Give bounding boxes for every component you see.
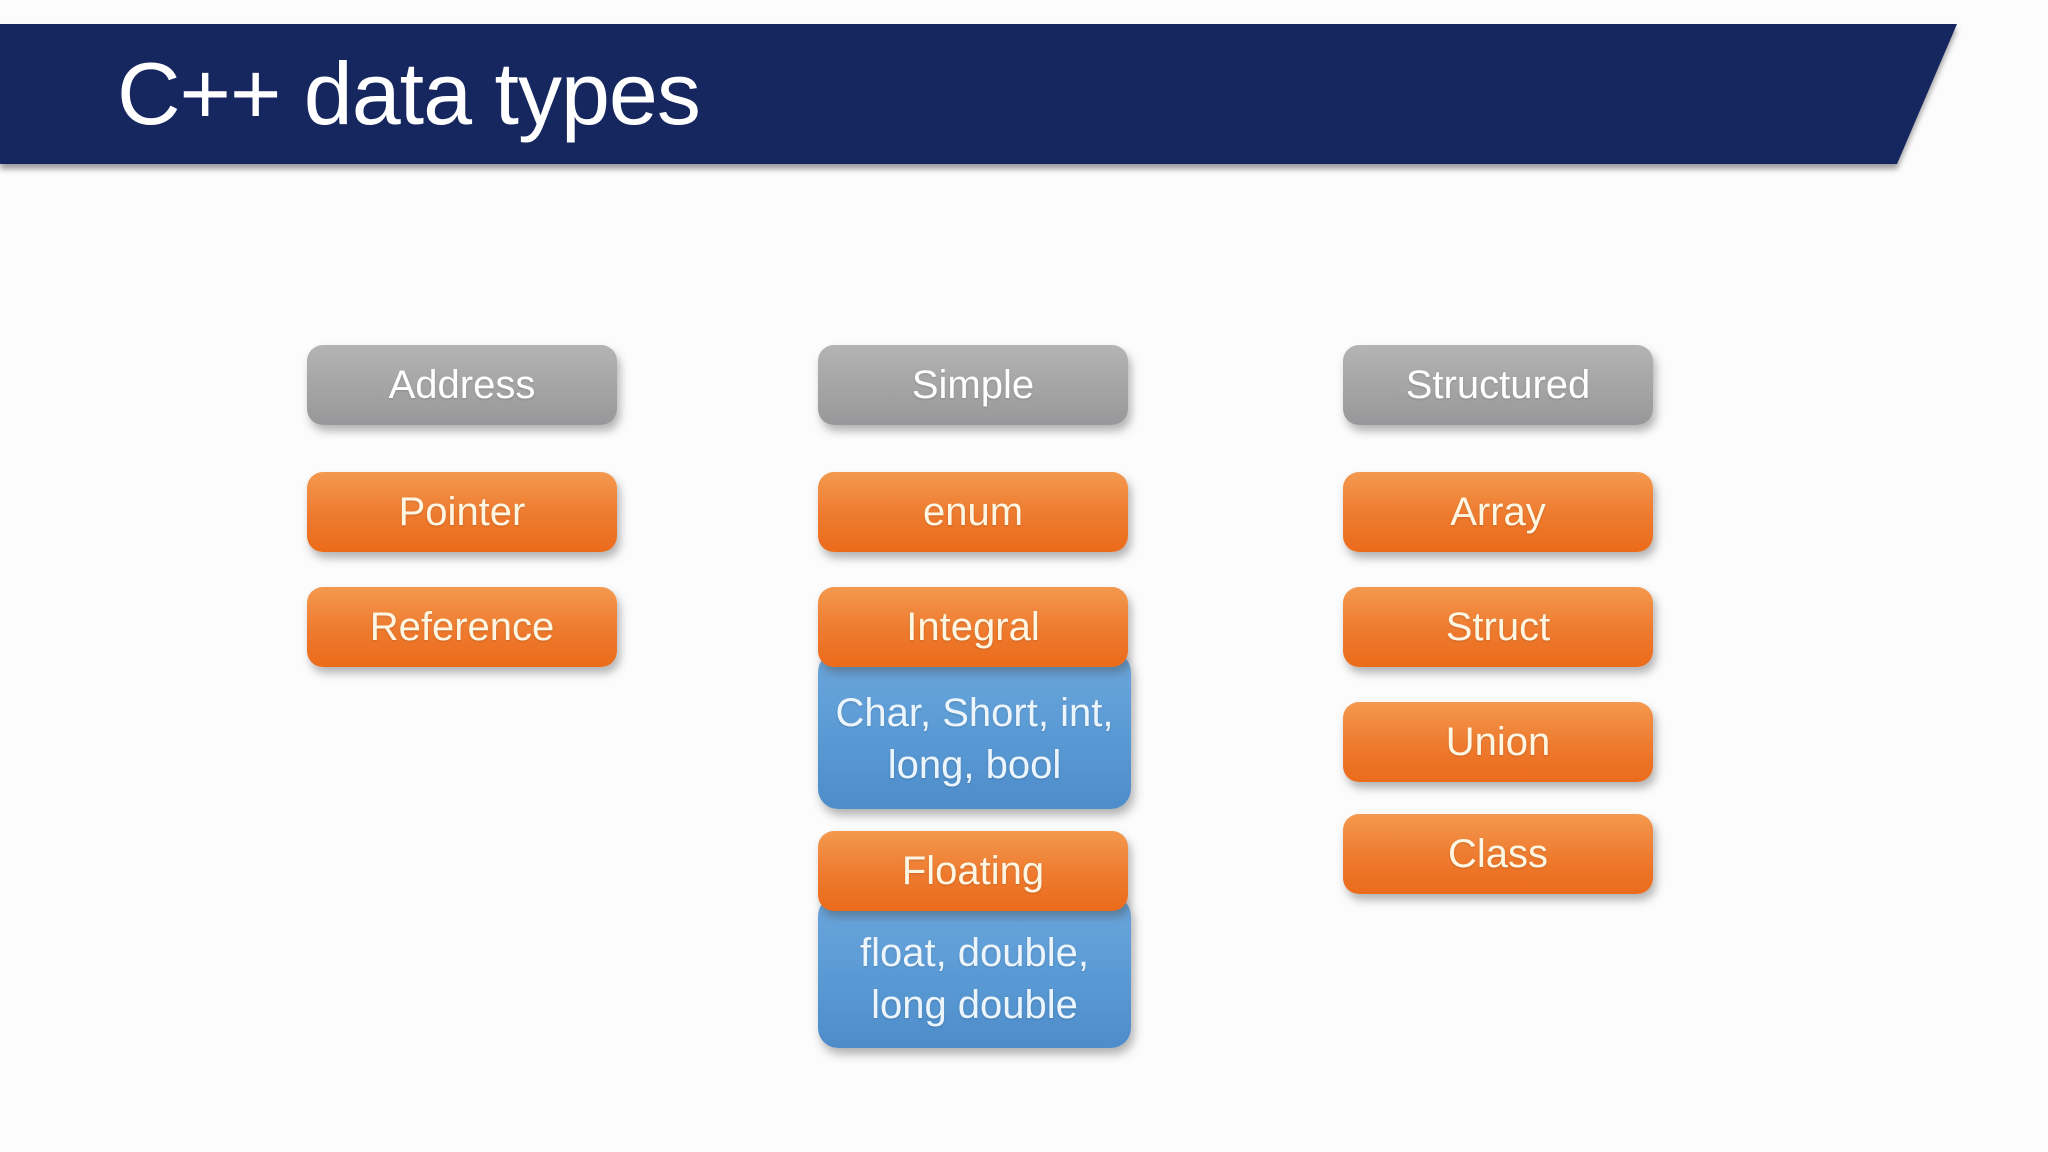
box-label: Class	[1447, 831, 1549, 876]
box-label: Reference	[369, 604, 555, 649]
box-label-line2: long, bool	[887, 742, 1062, 787]
box-union: Union	[1343, 702, 1653, 782]
box-label: Simple	[911, 362, 1035, 407]
box-structured-header: Structured	[1343, 345, 1653, 425]
box-class: Class	[1343, 814, 1653, 894]
box-label-line2: long double	[871, 983, 1078, 1027]
box-label: Structured	[1405, 362, 1591, 407]
box-pointer: Pointer	[307, 472, 617, 552]
box-address-header: Address	[307, 345, 617, 425]
box-label: Struct	[1445, 604, 1551, 649]
box-array: Array	[1343, 472, 1653, 552]
box-floating-types: float, double, long double	[818, 896, 1131, 1048]
box-simple-header: Simple	[818, 345, 1128, 425]
box-reference: Reference	[307, 587, 617, 667]
page-title: C++ data types	[117, 44, 701, 143]
box-struct: Struct	[1343, 587, 1653, 667]
box-enum: enum	[818, 472, 1128, 552]
box-label: Pointer	[398, 489, 526, 534]
box-label: Floating	[901, 848, 1045, 893]
box-integral-types: Char, Short, int, long, bool	[818, 652, 1131, 809]
box-label: enum	[922, 489, 1024, 534]
banner-shape	[0, 24, 1957, 164]
box-label-line1: float, double,	[859, 931, 1090, 975]
box-label: Address	[388, 362, 536, 407]
box-label-line1: Char, Short, int,	[835, 690, 1114, 735]
box-integral: Integral	[818, 587, 1128, 667]
box-label: Array	[1450, 489, 1546, 534]
box-label: Union	[1445, 719, 1551, 764]
box-floating: Floating	[818, 831, 1128, 911]
title-banner: C++ data types	[0, 0, 2048, 220]
box-label: Integral	[906, 604, 1040, 649]
